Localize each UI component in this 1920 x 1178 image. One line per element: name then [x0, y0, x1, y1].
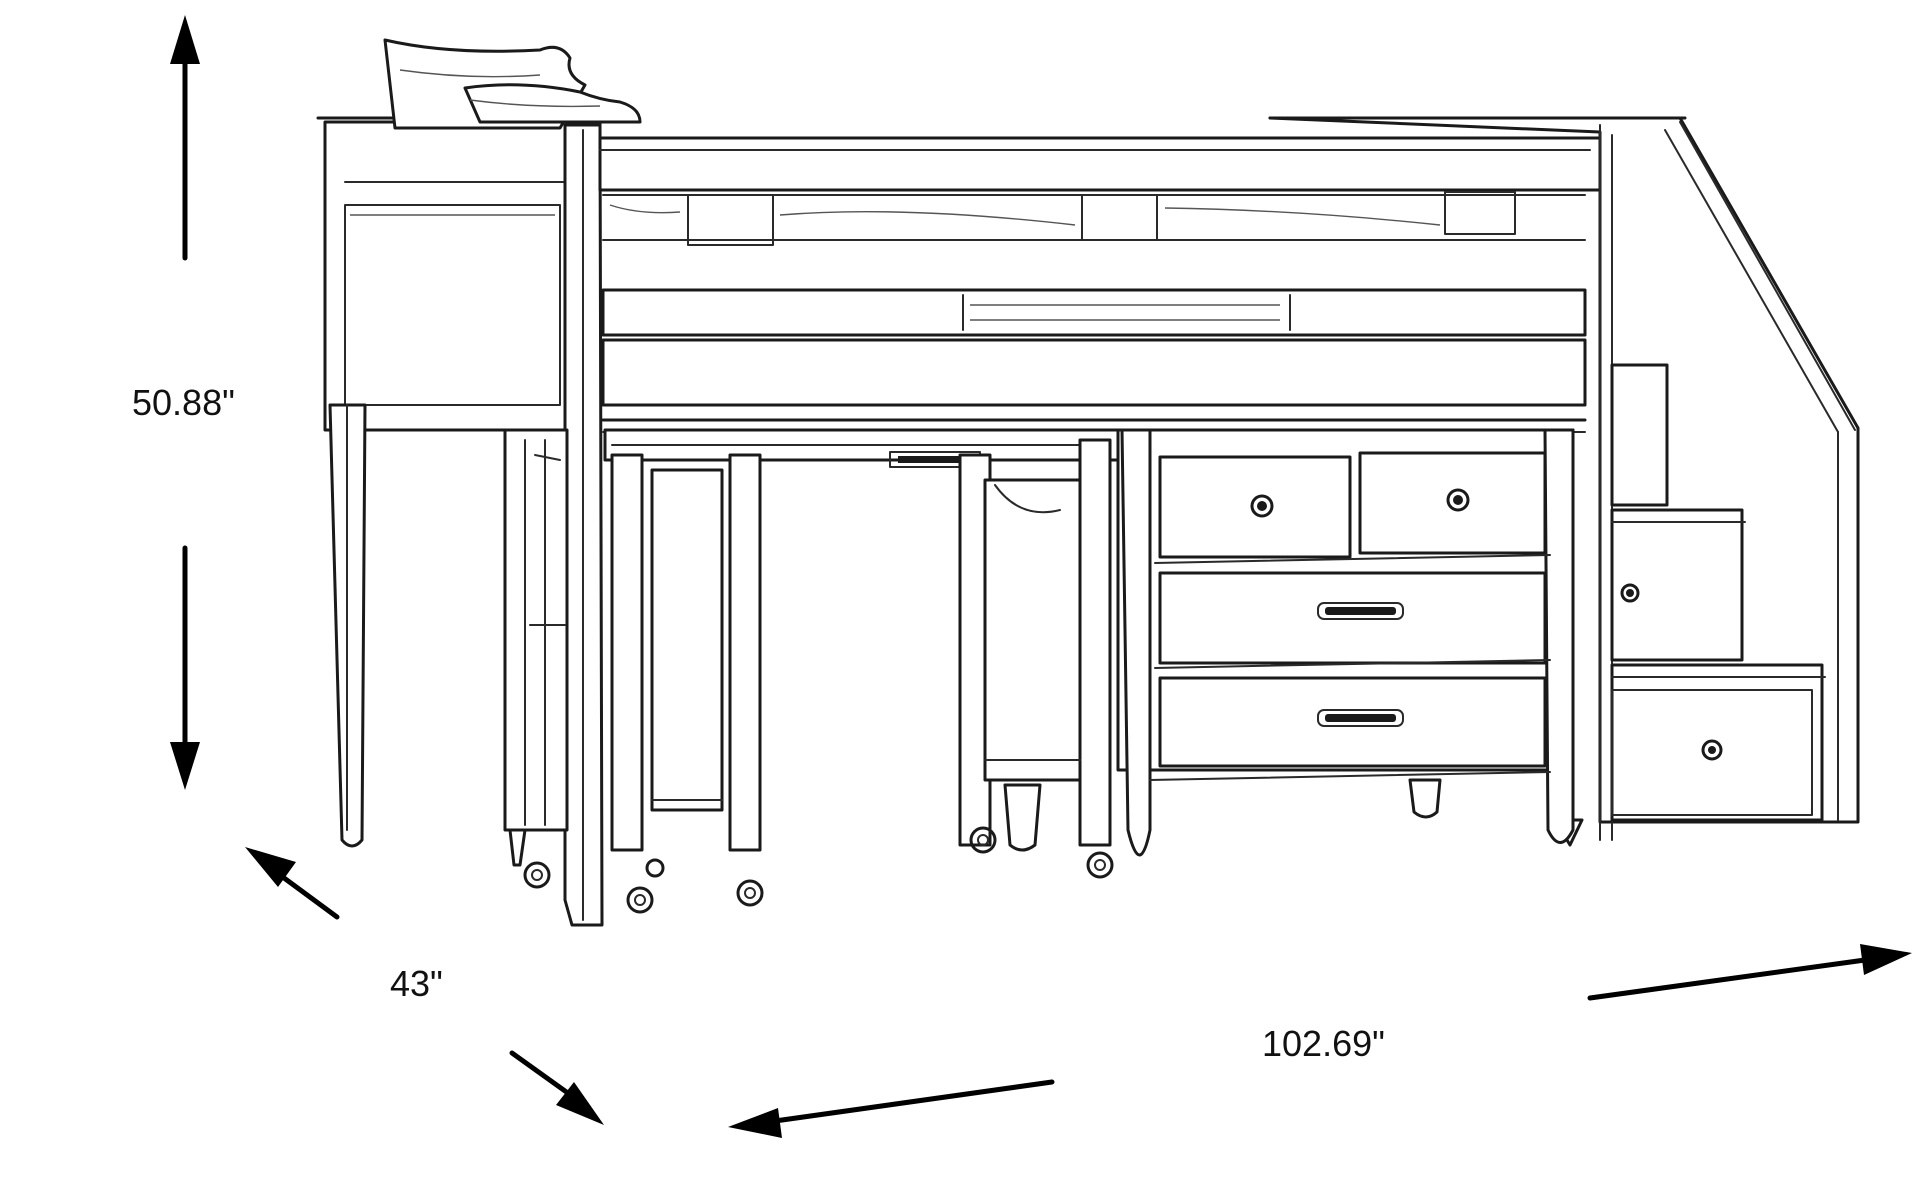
width-dimension-label: 102.69": [1262, 1023, 1385, 1064]
width-dimension-arrow: [728, 944, 1912, 1138]
loft-bed: [316, 38, 1602, 927]
desk: [603, 428, 1120, 914]
depth-dimension-label: 43": [390, 963, 443, 1004]
rolling-cabinet-left: [503, 428, 569, 889]
stair-unit: [1268, 116, 1860, 847]
height-dimension-arrow: [170, 15, 200, 790]
depth-dimension-arrow: [245, 847, 604, 1125]
height-dimension-label: 50.88": [132, 382, 235, 423]
chest-of-drawers: [1116, 428, 1575, 857]
